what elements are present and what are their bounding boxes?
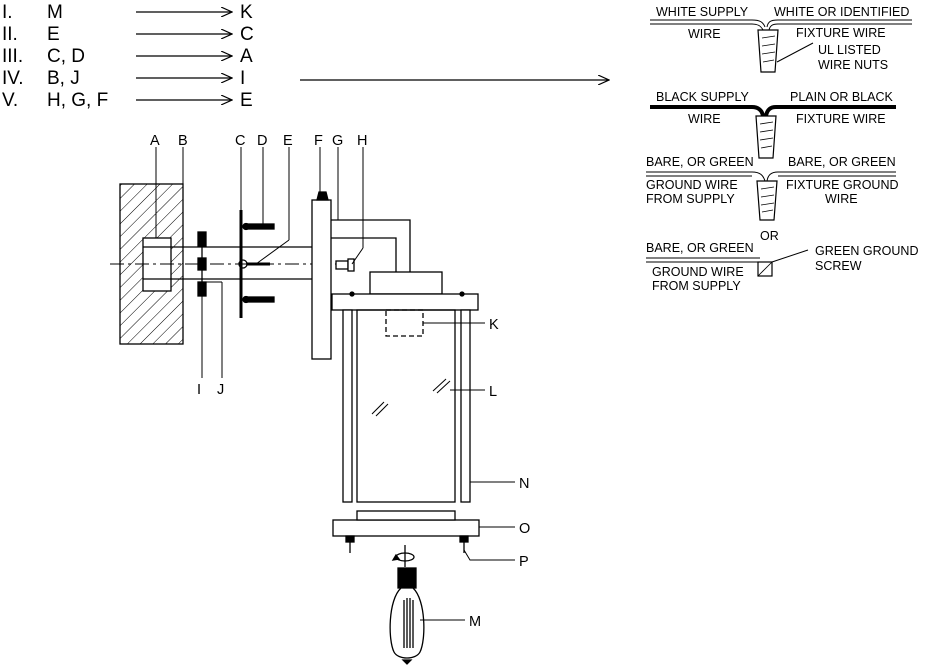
step-target: K [240,2,253,23]
part-label-j: J [217,382,224,398]
step-parts: M [47,2,63,23]
wire-label: WHITE OR IDENTIFIED [774,5,909,19]
step-number: IV. [2,68,24,89]
step-row: III. C, D A [2,46,253,67]
top-housing [369,271,443,295]
wire-label: PLAIN OR BLACK [790,90,893,104]
black-wire-connection [650,105,896,159]
bulb-icon [389,567,425,665]
step-target: I [240,68,245,89]
mounting-screw [242,222,275,231]
part-label-o: O [519,521,530,537]
step-number: II. [2,24,18,45]
step-row: IV. B, J I [2,68,245,89]
wire-label: SCREW [815,259,862,273]
wire-label: GREEN GROUND [815,244,918,258]
step-target: C [240,24,254,45]
step-parts: H, G, F [47,90,108,111]
step-row: V. H, G, F E [2,90,253,111]
fixture-drawing [110,147,515,665]
wire-label: FROM SUPPLY [652,279,741,293]
wire-label: UL LISTED [818,43,881,57]
mounting-screw [242,295,275,304]
step-target: A [240,46,253,67]
backplate-cap [316,191,329,201]
wiring-diagram: WHITE SUPPLY WHITE OR IDENTIFIED WIRE FI… [646,5,918,293]
bottom-plate [332,519,480,537]
step-number: III. [2,46,23,67]
wire-label: FROM SUPPLY [646,192,735,206]
wire-label: BARE, OR GREEN [788,155,896,169]
step-parts: B, J [47,68,80,89]
step-number: V. [2,90,18,111]
wire-label: WIRE NUTS [818,58,888,72]
backplate [311,199,332,360]
part-label-f: F [314,133,323,149]
wire-label: GROUND WIRE [652,265,744,279]
part-label-e: E [283,133,293,149]
wire-label: BLACK SUPPLY [656,90,750,104]
step-parts: E [47,24,60,45]
part-label-m: M [469,614,481,630]
part-label-d: D [257,133,267,149]
wire-label: WIRE [825,192,858,206]
ground-wire-connection [646,171,896,221]
fixture-arm [331,219,411,272]
wire-label: WIRE [688,112,721,126]
wire-label: GROUND WIRE [646,178,738,192]
or-label: OR [760,229,779,243]
part-label-a: A [150,133,160,149]
leader-lines [155,147,515,621]
part-label-i: I [197,382,201,398]
rotate-icon [391,545,415,567]
step-parts: C, D [47,46,85,67]
glass-panel [356,309,456,503]
part-label-g: G [332,133,343,149]
white-wire-connection [650,19,912,73]
part-label-h: H [357,133,367,149]
frame-post-left [342,309,353,503]
wire-nut-icon [757,29,779,73]
step-row: II. E C [2,24,254,45]
wire-connector [197,231,207,297]
part-label-p: P [519,554,529,570]
steps-list: I. M K II. E C III. C, D A IV. B, J I V.… [2,2,254,111]
frame-post-right [460,309,471,503]
socket [385,309,424,337]
part-label-c: C [235,133,245,149]
ground-screw-connection [646,249,809,277]
part-label-n: N [519,476,529,492]
wire-label: FIXTURE WIRE [796,26,886,40]
top-frame [331,293,479,311]
part-labels: A B C D E F G H I J K L M N O P [150,133,530,630]
wire-label: WHITE SUPPLY [656,5,749,19]
step-target: E [240,90,253,111]
wire-label: BARE, OR GREEN [646,241,754,255]
bottom-screw [459,535,469,553]
bottom-screw [345,535,355,553]
wire-nut-icon [755,115,777,159]
wire-nut-icon [756,180,778,221]
part-label-b: B [178,133,188,149]
wire-label: WIRE [688,27,721,41]
step-row: I. M K [2,2,253,23]
wire-label: FIXTURE GROUND [786,178,899,192]
wire-label: BARE, OR GREEN [646,155,754,169]
part-label-k: K [489,317,499,333]
part-label-l: L [489,384,497,400]
step-number: I. [2,2,13,23]
wire-label: FIXTURE WIRE [796,112,886,126]
set-screw [335,260,349,270]
